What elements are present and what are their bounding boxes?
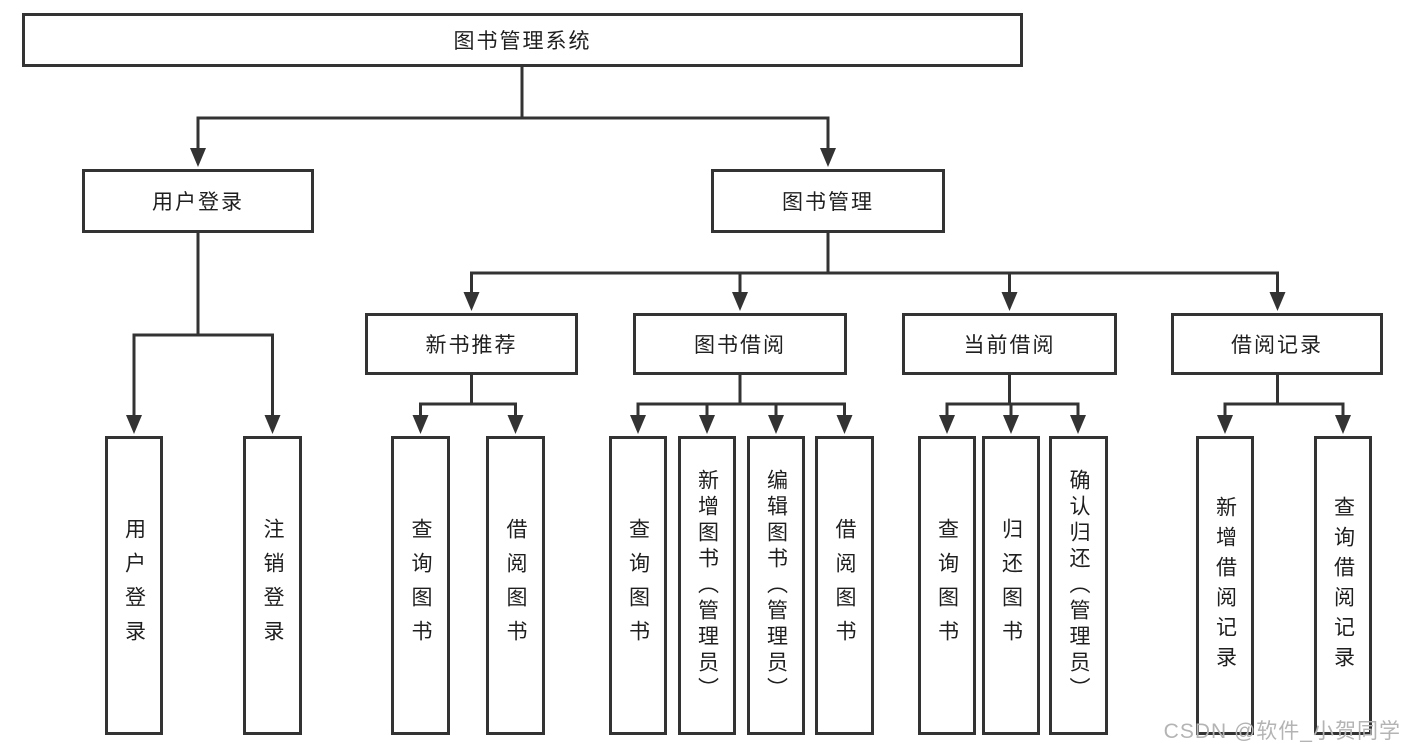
node-user-login: 用户登录 — [82, 169, 314, 233]
leaf-cb-return-books: 归还图书 — [982, 436, 1040, 735]
node-label: 注销登录 — [261, 517, 285, 654]
leaf-rec-borrow-books: 借阅图书 — [486, 436, 545, 735]
node-label: 查询图书 — [626, 517, 650, 654]
leaf-br-query-borrow-record: 查询借阅记录 — [1314, 436, 1372, 735]
node-borrowing-records: 借阅记录 — [1171, 313, 1383, 375]
leaf-logout-login: 注销登录 — [243, 436, 302, 735]
node-label: 用户登录 — [122, 517, 146, 654]
node-label: 当前借阅 — [963, 334, 1056, 357]
node-current-borrowing: 当前借阅 — [902, 313, 1117, 375]
watermark: CSDN @软件_小贺同学 — [1163, 720, 1401, 743]
node-book-management: 图书管理 — [711, 169, 945, 233]
node-label: 借阅图书 — [833, 517, 857, 654]
node-label: 新书推荐 — [425, 334, 518, 357]
node-label: 查询图书 — [935, 517, 959, 654]
node-label: 查询借阅记录 — [1331, 495, 1355, 676]
leaf-user-login: 用户登录 — [105, 436, 163, 735]
leaf-rec-query-books: 查询图书 — [391, 436, 450, 735]
leaf-br-add-borrow-record: 新增借阅记录 — [1196, 436, 1254, 735]
node-label: 查询图书 — [409, 517, 433, 654]
node-label: 借阅记录 — [1231, 334, 1323, 357]
node-label: 图书管理系统 — [453, 30, 592, 53]
leaf-bb-add-books-admin: 新增图书（管理员） — [678, 436, 736, 735]
node-label: 图书管理 — [782, 191, 874, 214]
node-book-borrowing: 图书借阅 — [633, 313, 847, 375]
node-label: 归还图书 — [999, 517, 1023, 654]
leaf-bb-edit-books-admin: 编辑图书（管理员） — [747, 436, 805, 735]
leaf-bb-borrow-books: 借阅图书 — [815, 436, 874, 735]
node-new-book-recommendation: 新书推荐 — [365, 313, 578, 375]
leaf-cb-confirm-return-admin: 确认归还（管理员） — [1049, 436, 1108, 735]
node-label: 编辑图书（管理员） — [764, 468, 788, 703]
leaf-cb-query-books: 查询图书 — [918, 436, 976, 735]
node-label: 用户登录 — [152, 191, 244, 214]
node-label: 新增借阅记录 — [1213, 495, 1237, 676]
leaf-bb-query-books: 查询图书 — [609, 436, 667, 735]
node-label: 新增图书（管理员） — [695, 468, 719, 703]
node-library-management-system: 图书管理系统 — [22, 13, 1023, 67]
node-label: 确认归还（管理员） — [1067, 468, 1091, 703]
node-label: 借阅图书 — [504, 517, 528, 654]
node-label: 图书借阅 — [694, 334, 786, 357]
